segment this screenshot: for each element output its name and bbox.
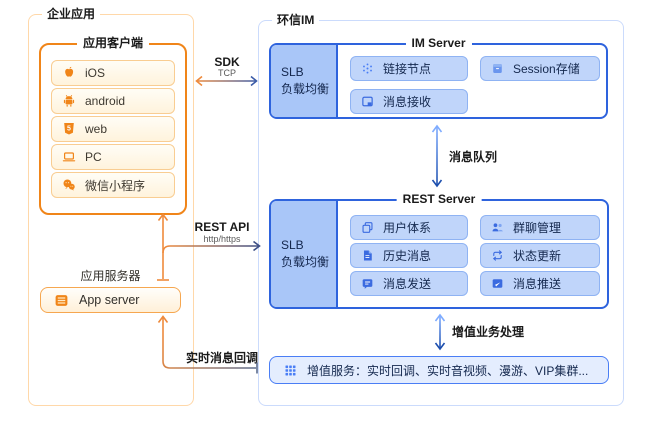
client-item-label: iOS [85,66,106,80]
client-item-label: 微信小程序 [85,178,146,193]
svc-item-label: Session存储 [513,62,580,76]
im-item-link-node: 链接节点 [350,56,468,81]
slb-sublabel: 负载均衡 [281,82,330,96]
svc-item-label: 状态更新 [513,249,562,263]
status-sync-icon [491,249,504,262]
slb-label: SLB [281,238,304,252]
value-added-label: 增值服务：实时回调、实时音视频、漫游、VIP集群... [307,363,589,378]
message-queue-label: 消息队列 [449,150,498,164]
client-item-wechat-miniprogram: 微信小程序 [51,172,175,198]
im-slb-block: SLB 负载均衡 [271,45,338,117]
message-send-icon [361,277,374,290]
sdk-label: SDK [214,55,240,69]
client-item-pc: PC [51,144,175,170]
message-receive-icon [361,95,374,108]
node-cluster-icon [361,62,374,75]
wechat-icon [62,178,76,192]
rest-item-group-manage: 群聊管理 [480,215,600,240]
im-item-session-storage: Session存储 [480,56,600,81]
svc-item-label: 链接节点 [383,62,432,76]
session-storage-icon [491,62,504,75]
enterprise-app-panel: 企业应用 应用客户端 iOS android 5 web [28,7,194,406]
app-client-title: 应用客户端 [76,36,150,51]
android-icon [62,94,76,108]
client-item-label: web [85,122,108,136]
value-processing-label: 增值业务处理 [452,325,525,339]
rest-item-status-update: 状态更新 [480,243,600,268]
svc-item-label: 用户体系 [383,221,432,235]
app-server-node: App server [40,287,181,313]
easemob-im-panel: 环信IM IM Server SLB 负载均衡 链接节点 消息接收 [258,13,624,406]
svc-item-label: 群聊管理 [513,221,562,235]
client-item-label: PC [85,150,102,164]
slb-label: SLB [281,65,304,79]
app-server-group-title: 应用服务器 [80,269,141,283]
grid-icon [284,364,297,377]
slb-sublabel: 负载均衡 [281,255,330,269]
message-push-icon [491,277,504,290]
rest-server-box: REST Server SLB 负载均衡 用户体系 历史消息 [269,192,609,309]
rest-api-label: REST API [194,220,250,234]
im-item-message-receive: 消息接收 [350,89,468,114]
client-item-android: android [51,88,175,114]
value-added-services-box: 增值服务：实时回调、实时音视频、漫游、VIP集群... [269,356,609,384]
im-server-box: IM Server SLB 负载均衡 链接节点 消息接收 [269,36,608,119]
enterprise-app-title: 企业应用 [42,7,101,22]
rest-slb-block: SLB 负载均衡 [271,201,338,307]
svc-item-label: 消息发送 [383,277,432,291]
rest-api-sublabel: http/https [203,234,241,244]
svg-text:5: 5 [67,126,71,133]
apple-icon [62,66,76,80]
svc-item-label: 消息推送 [513,277,562,291]
list-icon [54,293,69,308]
svc-item-label: 历史消息 [383,249,432,263]
rest-item-user-system: 用户体系 [350,215,468,240]
history-icon [361,249,374,262]
pc-icon [62,150,76,164]
client-item-web: 5 web [51,116,175,142]
app-client-group: 应用客户端 iOS android 5 web [39,36,187,215]
rest-item-message-push: 消息推送 [480,271,600,296]
im-server-title: IM Server [405,36,472,51]
web-icon: 5 [62,122,76,136]
rest-item-history-message: 历史消息 [350,243,468,268]
client-item-ios: iOS [51,60,175,86]
realtime-callback-label: 实时消息回调 [186,351,259,365]
svc-item-label: 消息接收 [383,95,432,109]
sdk-sublabel: TCP [218,68,236,78]
app-server-label: App server [79,293,140,307]
rest-server-title: REST Server [396,192,482,207]
group-icon [491,221,504,234]
user-system-icon [361,221,374,234]
client-item-label: android [85,94,126,108]
rest-item-message-send: 消息发送 [350,271,468,296]
easemob-im-title: 环信IM [272,13,320,28]
